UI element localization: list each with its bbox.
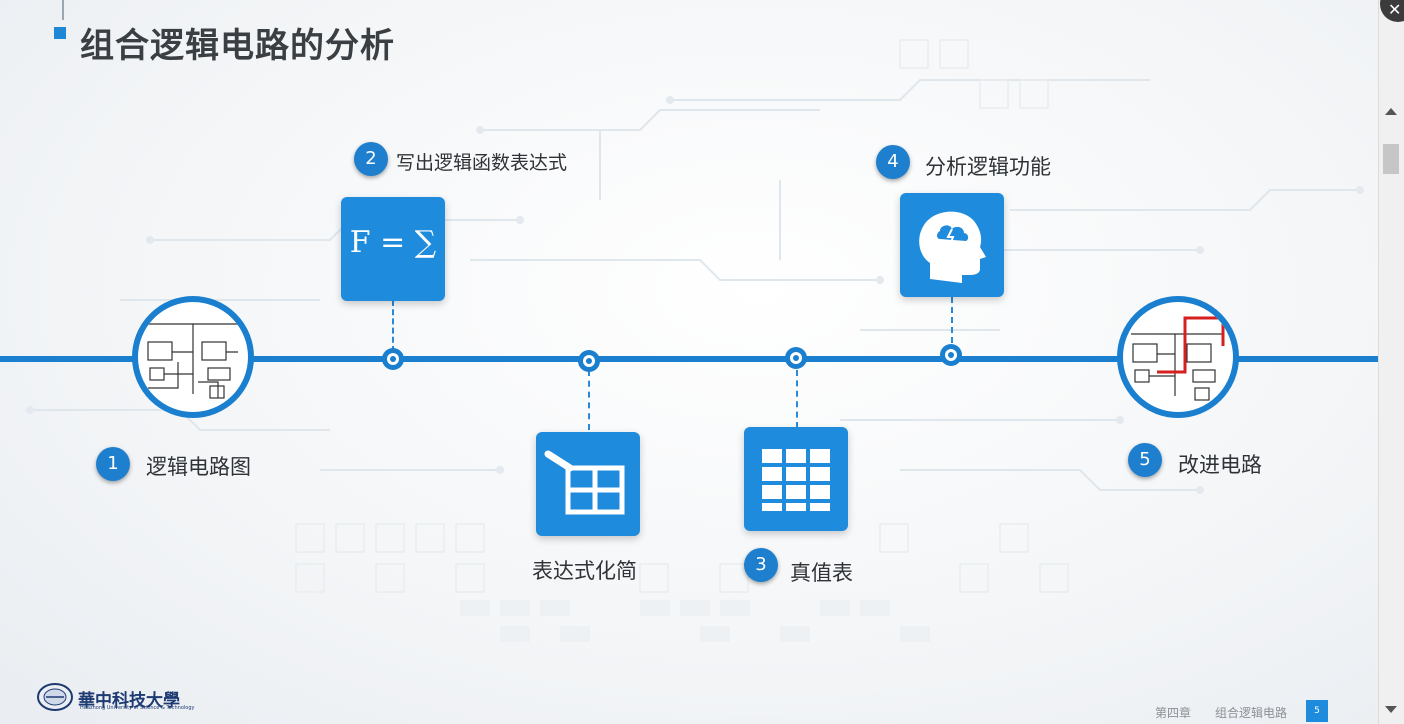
step-number-4: 4 bbox=[876, 145, 910, 179]
step-number-1: 1 bbox=[96, 447, 130, 481]
formula-text: F = ∑ bbox=[349, 225, 437, 260]
connector-step-2 bbox=[392, 300, 394, 352]
vertical-scrollbar[interactable] bbox=[1378, 0, 1404, 724]
timeline-node-4[interactable] bbox=[940, 344, 962, 366]
title-marker bbox=[54, 27, 66, 39]
scroll-up-arrow-icon[interactable] bbox=[1385, 108, 1397, 115]
step-label-4: 分析逻辑功能 bbox=[925, 155, 1051, 179]
page-number-badge: 5 bbox=[1306, 700, 1328, 722]
connector-step-3 bbox=[796, 370, 798, 428]
timeline-line bbox=[0, 356, 1378, 362]
slide-title: 组合逻辑电路的分析 bbox=[80, 26, 395, 66]
close-icon: ✕ bbox=[1388, 0, 1402, 19]
university-english-name: Huazhong University of Science & Technol… bbox=[80, 705, 195, 711]
timeline-node-simplify[interactable] bbox=[578, 350, 600, 372]
timeline-node-3[interactable] bbox=[785, 347, 807, 369]
connector-simplify bbox=[588, 370, 590, 430]
timeline-node-2[interactable] bbox=[382, 348, 404, 370]
simplify-label: 表达式化简 bbox=[532, 559, 637, 583]
step-number-3: 3 bbox=[744, 548, 778, 582]
table-edit-icon[interactable] bbox=[536, 432, 640, 536]
brain-head-icon[interactable] bbox=[900, 193, 1004, 297]
step-label-3: 真值表 bbox=[790, 561, 853, 585]
connector-step-4 bbox=[951, 297, 953, 343]
step-number-5: 5 bbox=[1128, 443, 1162, 477]
footer-chapter: 第四章 bbox=[1155, 706, 1192, 720]
footer-section: 组合逻辑电路 bbox=[1215, 706, 1288, 720]
circuit-diagram-icon[interactable] bbox=[132, 296, 254, 418]
sigma-formula-icon[interactable]: F = ∑ bbox=[341, 197, 445, 301]
close-button[interactable]: ✕ bbox=[1380, 0, 1404, 22]
title-rule bbox=[62, 0, 64, 20]
step-label-1: 逻辑电路图 bbox=[146, 455, 251, 479]
grid-table-icon[interactable] bbox=[744, 427, 848, 531]
university-name: 華中科技大學 bbox=[78, 691, 180, 711]
university-seal-icon bbox=[37, 683, 73, 711]
step-number-2: 2 bbox=[354, 142, 388, 176]
step-label-2: 写出逻辑函数表达式 bbox=[396, 152, 568, 174]
scroll-down-arrow-icon[interactable] bbox=[1385, 706, 1397, 713]
improved-circuit-icon[interactable] bbox=[1117, 296, 1239, 418]
step-label-5: 改进电路 bbox=[1178, 453, 1262, 477]
scroll-thumb[interactable] bbox=[1383, 144, 1399, 174]
